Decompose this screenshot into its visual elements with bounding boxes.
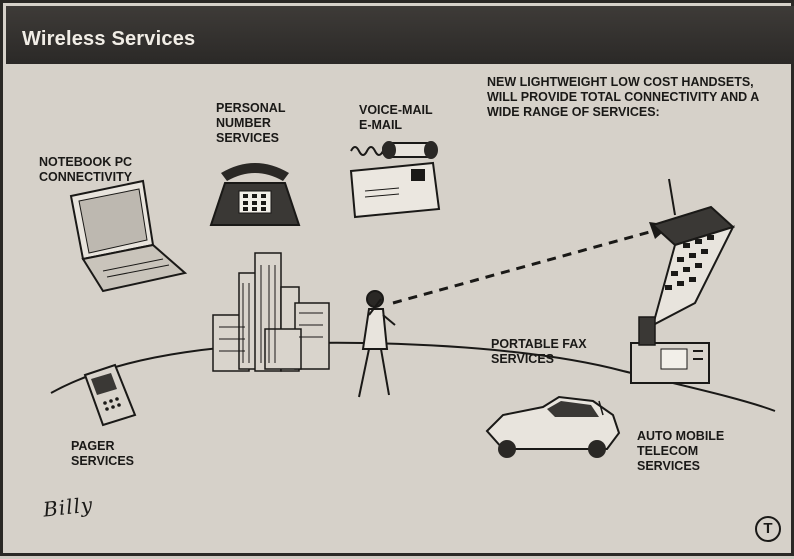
illustration — [50, 141, 776, 458]
pager-label: PAGER SERVICES — [71, 439, 134, 468]
corner-logo: T — [755, 516, 781, 542]
voicemail-icon — [350, 141, 438, 159]
personal-number-label: PERSONAL NUMBER SERVICES — [216, 101, 286, 145]
fax-machine-icon — [630, 316, 710, 384]
person-with-phone-icon — [358, 290, 396, 398]
connection-arrow — [392, 229, 654, 305]
handsets-label: NEW LIGHTWEIGHT LOW COST HANDSETS, WILL … — [487, 75, 760, 119]
pager-icon — [83, 363, 137, 427]
voicemail-label: VOICE-MAIL E-MAIL — [359, 103, 433, 132]
auto-mobile-label: AUTO MOBILE TELECOM SERVICES — [637, 429, 725, 473]
envelope-icon — [349, 161, 441, 219]
mobile-handset-icon — [651, 178, 735, 327]
services-arc — [50, 341, 776, 412]
panel-title: Wireless Services — [22, 28, 196, 50]
city-skyline-icon — [212, 252, 330, 372]
car-icon — [485, 395, 621, 458]
desk-phone-icon — [209, 163, 301, 226]
title-bar: Wireless Services — [6, 6, 794, 64]
portable-fax-label: PORTABLE FAX SERVICES — [491, 337, 587, 366]
notebook-label: NOTEBOOK PC CONNECTIVITY — [39, 155, 133, 184]
laptop-icon — [69, 179, 188, 293]
